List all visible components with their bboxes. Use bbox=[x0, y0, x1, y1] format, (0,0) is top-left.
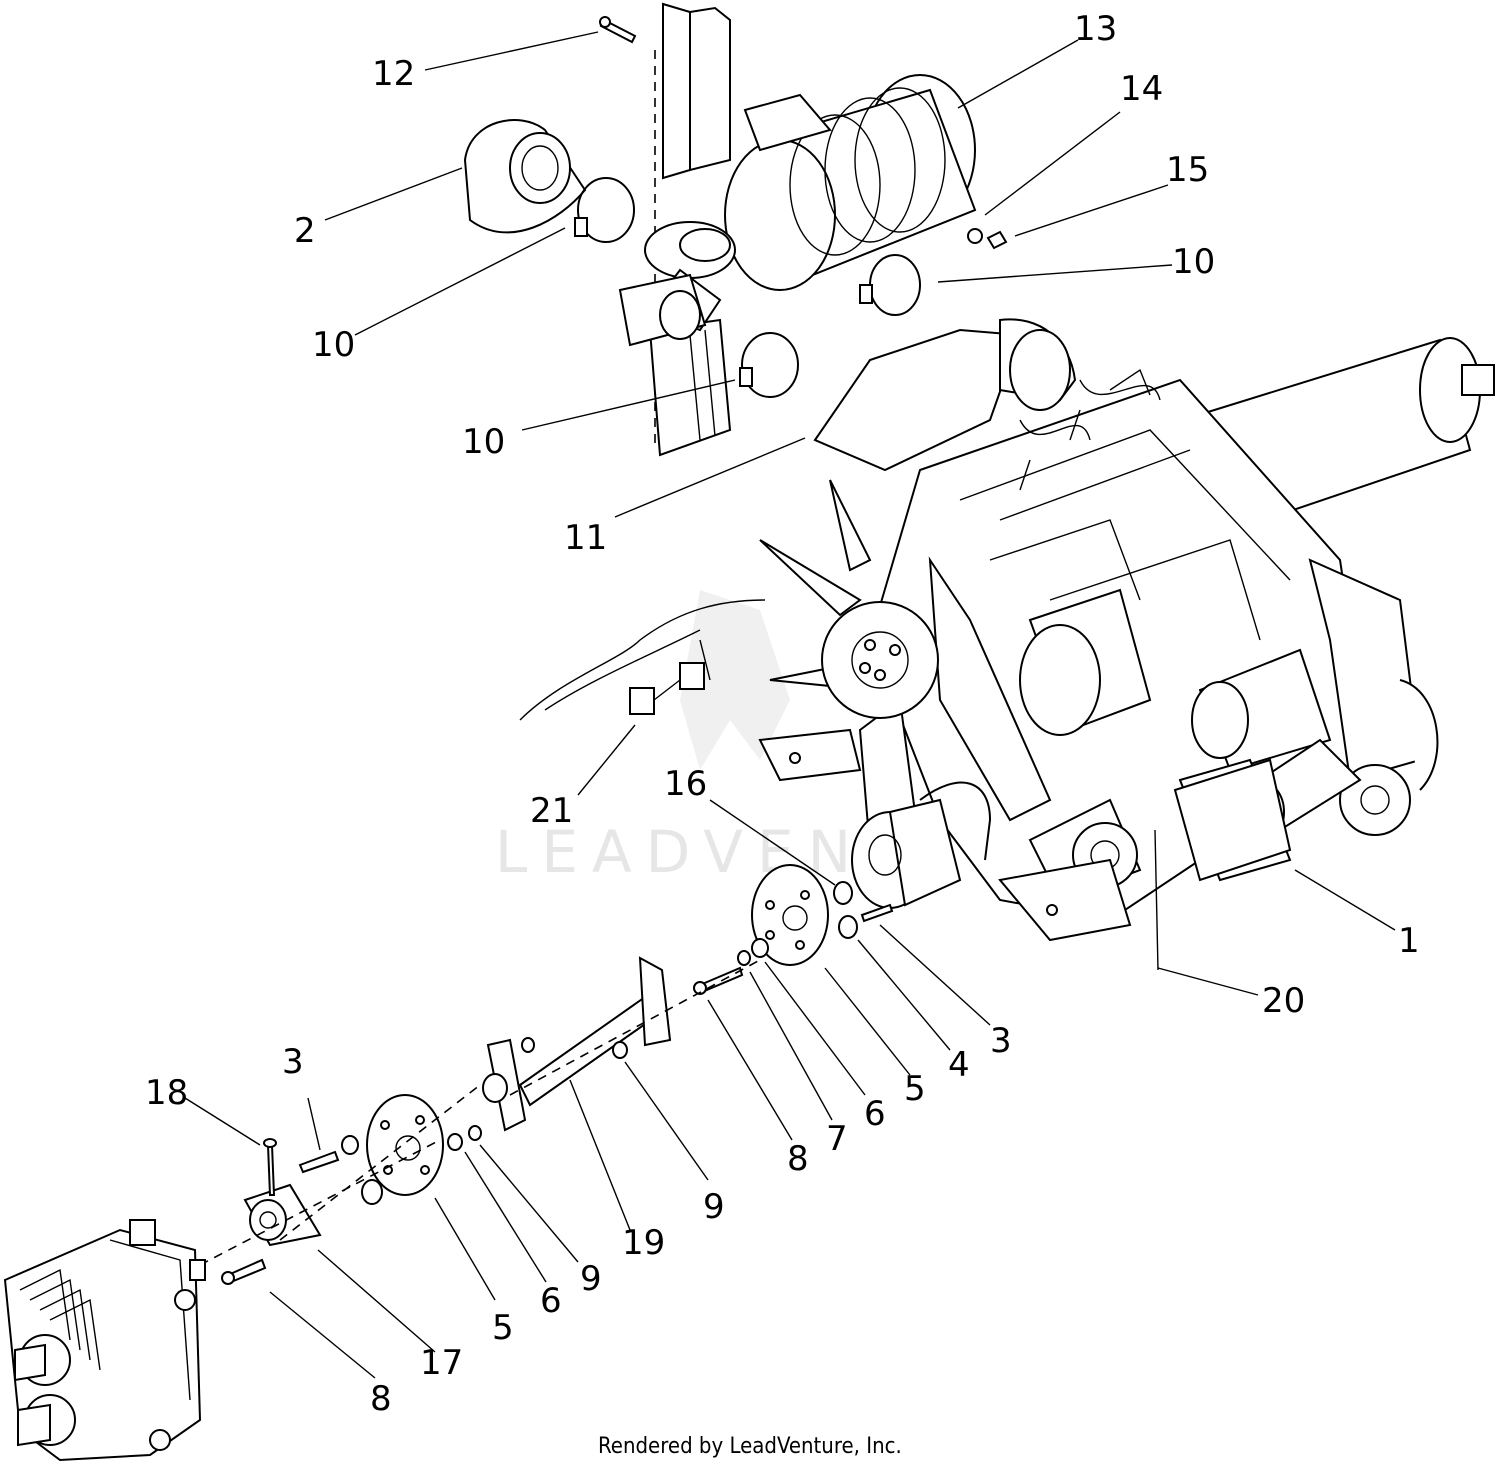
callout-5: 5 bbox=[904, 1069, 926, 1109]
callout-10: 10 bbox=[1172, 242, 1215, 282]
callout-13: 13 bbox=[1074, 9, 1117, 49]
callout-9: 9 bbox=[703, 1187, 725, 1227]
callout-19: 19 bbox=[622, 1223, 665, 1263]
callout-7: 7 bbox=[826, 1119, 848, 1159]
callout-labels: 1 2 3 3 4 5 5 6 6 7 8 8 9 9 10 10 10 11 … bbox=[145, 9, 1420, 1419]
callout-8: 8 bbox=[370, 1379, 392, 1419]
hydrostatic-pump bbox=[3, 1219, 206, 1462]
callout-14: 14 bbox=[1120, 69, 1163, 109]
callout-11: 11 bbox=[564, 518, 607, 558]
wire-harness bbox=[519, 599, 766, 721]
drive-shaft-assembly bbox=[199, 864, 894, 1285]
callout-3: 3 bbox=[990, 1021, 1012, 1061]
callout-10: 10 bbox=[312, 325, 355, 365]
callout-8: 8 bbox=[787, 1139, 809, 1179]
callout-18: 18 bbox=[145, 1073, 188, 1113]
footer-credit: Rendered by LeadVenture, Inc. bbox=[598, 1434, 902, 1459]
callout-15: 15 bbox=[1166, 150, 1209, 190]
callout-2: 2 bbox=[294, 211, 316, 251]
air-cleaner-assembly bbox=[463, 2, 1008, 457]
callout-6: 6 bbox=[864, 1094, 886, 1134]
callout-10: 10 bbox=[462, 422, 505, 462]
callout-9: 9 bbox=[580, 1259, 602, 1299]
callout-17: 17 bbox=[420, 1343, 463, 1383]
callout-5: 5 bbox=[492, 1308, 514, 1348]
callout-21: 21 bbox=[530, 791, 573, 831]
engine-assembly bbox=[758, 318, 1495, 942]
leader-lines bbox=[184, 31, 1396, 1379]
callout-1: 1 bbox=[1398, 921, 1420, 961]
engine-ground-lead bbox=[1154, 829, 1159, 971]
callout-3: 3 bbox=[282, 1042, 304, 1082]
callout-4: 4 bbox=[948, 1045, 970, 1085]
callout-16: 16 bbox=[664, 764, 707, 804]
callout-12: 12 bbox=[372, 54, 415, 94]
callout-6: 6 bbox=[540, 1281, 562, 1321]
callout-20: 20 bbox=[1262, 981, 1305, 1021]
